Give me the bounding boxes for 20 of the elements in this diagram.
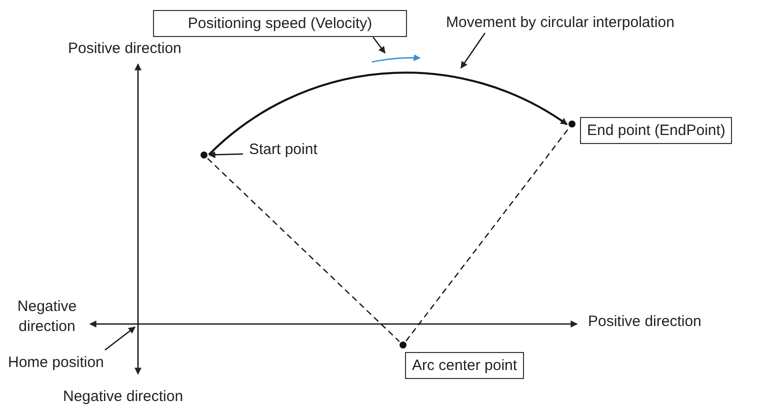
callout-text: Movement by circular interpolation [446, 14, 674, 31]
radius-line [406, 128, 570, 342]
axis-label: Negative direction [16, 297, 78, 337]
axis-label: Positive direction [68, 40, 182, 57]
leader-line [460, 32, 486, 69]
callout-text: Home position [8, 354, 104, 371]
point-dot [568, 120, 576, 128]
arc-path [208, 72, 568, 156]
leader-line [208, 151, 244, 158]
leader-line [104, 326, 136, 350]
point-label-box: Arc center point [405, 352, 524, 379]
radius-line [207, 158, 400, 342]
point-dot [400, 342, 406, 348]
point-dot [200, 152, 208, 158]
leader-line [372, 36, 386, 54]
callout-text: Start point [249, 141, 318, 158]
axis-label: Negative direction [63, 388, 184, 405]
point-label-box: End point (EndPoint) [580, 117, 732, 144]
callout-box: Positioning speed (Velocity) [153, 10, 407, 37]
axis-label: Positive direction [588, 313, 702, 330]
